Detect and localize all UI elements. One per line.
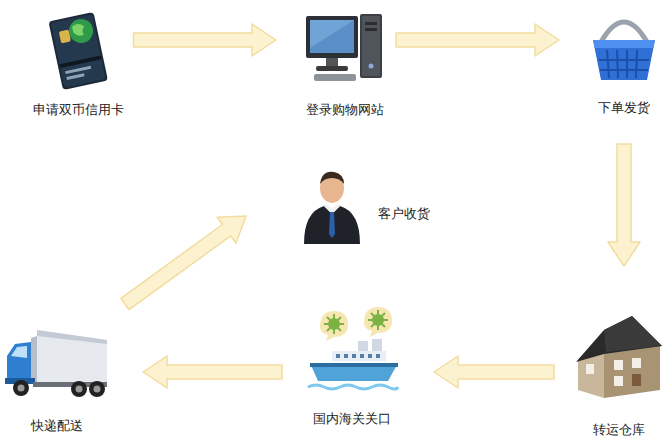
step-label: 申请双币信用卡 <box>33 102 124 118</box>
flow-step: 下单发货 <box>587 8 661 116</box>
delivery-truck-icon <box>3 326 111 400</box>
warehouse-house-icon <box>574 310 664 402</box>
computer-icon <box>304 10 386 84</box>
flow-step: 申请双币信用卡 <box>33 10 124 118</box>
customs-ship-icon <box>302 307 402 395</box>
block-arrow <box>134 24 277 56</box>
flow-step: 登录购物网站 <box>304 10 386 118</box>
step-label: 下单发货 <box>598 100 650 116</box>
block-arrow <box>396 24 559 56</box>
customer-person-icon <box>300 168 364 244</box>
block-arrow <box>143 356 282 388</box>
block-arrow <box>121 216 246 310</box>
flow-step: 客户收货 <box>300 168 430 244</box>
flow-step: 转运仓库 <box>574 310 664 438</box>
block-arrow <box>434 356 554 388</box>
step-label: 快递配送 <box>31 418 83 434</box>
step-label: 转运仓库 <box>593 422 645 438</box>
step-label: 国内海关关口 <box>313 411 391 427</box>
shopping-basket-icon <box>587 8 661 84</box>
credit-card-icon <box>43 10 113 90</box>
block-arrow <box>608 144 640 266</box>
flow-step: 快递配送 <box>3 326 111 434</box>
flow-step: 国内海关关口 <box>302 307 402 427</box>
step-label: 登录购物网站 <box>306 102 384 118</box>
step-label: 客户收货 <box>378 206 430 222</box>
